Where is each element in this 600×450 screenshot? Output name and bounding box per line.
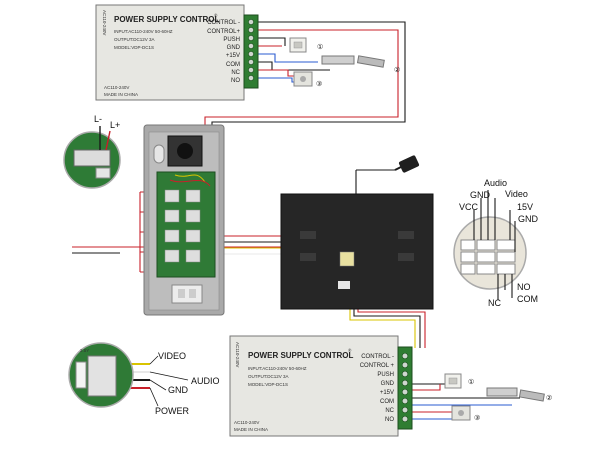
psu-top-terminal-control-minus: CONTROL - [207,20,240,26]
indoor-monitor-back [280,193,434,310]
cable-connector-inset: 2.5Y VIDEO AUDIO GND POWER [68,342,220,416]
psu-top-screws [248,19,254,81]
psu-bottom-side-bottom: AC110-240V [234,420,259,425]
inset-label-vcc: VCC [459,202,479,212]
inset-label-video: Video [505,189,528,199]
psu-bottom-model: MODEL:VDP-DC1S [248,382,288,387]
psu-bottom-terminal-labels: CONTROL - CONTROL + PUSH GND +15V COM NC… [360,354,395,423]
psu-bottom-screws [401,352,409,423]
psu-bottom-terminal-nc: NC [385,408,394,414]
psu-top-terminal-labels: CONTROL - CONTROL+ PUSH GND +15V COM NC … [207,20,241,84]
inset-label-l-plus: L+ [110,120,120,130]
psu-bottom-terminal-control-minus: CONTROL - [361,354,394,360]
marker-one-bottom: ① [468,378,474,386]
marker-three-bottom: ③ [474,414,480,422]
psu-bottom-terminal-com: COM [380,399,394,405]
psu-top-terminal-no: NO [231,78,240,84]
marker-one-top: ① [317,43,323,51]
inset-label-gnd-right: GND [518,214,539,224]
inset-label-l-minus: L- [94,114,102,124]
outdoor-station [143,124,225,316]
connector-inset: GND Audio Video VCC 15V GND NO COM NC [453,178,539,308]
power-supply-bottom: AC110-240V POWER SUPPLY CONTROL ® INPUT:… [229,335,413,437]
psu-bottom-terminal-push: PUSH [377,372,394,378]
exit-button-top [289,37,307,53]
psu-top-reg-mark: ® [214,12,218,18]
cable-inset-board-mark: 2.5Y [80,348,89,353]
psu-top-terminal-nc: NC [231,70,240,76]
psu-bottom-reg-mark: ® [348,347,352,353]
psu-bottom-terminal-15v: +15V [380,390,394,396]
exit-button-bottom [444,373,462,389]
psu-top-title: POWER SUPPLY CONTROL [114,15,219,24]
psu-bottom-terminal-gnd: GND [381,381,395,387]
psu-top-terminal-com: COM [226,62,240,68]
psu-bottom-made-in: MADE IN CHINA [234,427,268,432]
psu-top-model: MODEL:VDP-DC1S [114,45,154,50]
psu-top-terminal-15v: +15V [226,53,240,59]
psu-top-side-label: AC110-240V [102,10,107,35]
psu-top-terminal-control-plus: CONTROL+ [207,29,240,35]
psu-top-output: OUTPUT:DC12V 3A [114,37,155,42]
psu-bottom-side-label: AC110-240V [235,342,240,367]
psu-bottom-input: INPUT:AC110-240V 50-60HZ [248,366,307,371]
inset-label-no: NO [517,282,531,292]
cable-label-video: VIDEO [158,351,186,361]
marker-two-top: ② [394,66,400,74]
inset-label-15v: 15V [517,202,533,212]
outdoor-board-relays [164,189,201,263]
inset-label-com: COM [517,294,538,304]
inset-label-nc: NC [488,298,501,308]
psu-bottom-output: OUTPUT:DC12V 3A [248,374,289,379]
psu-bottom-title: POWER SUPPLY CONTROL [248,351,353,360]
psu-top-input: INPUT:AC110-240V 50-60HZ [114,29,173,34]
magnetic-lock-bottom [486,387,545,402]
bolt-lock-bottom [451,405,471,421]
marker-two-bottom: ② [546,394,552,402]
inset-label-gnd-top: GND [470,190,491,200]
power-supply-top: AC110-240V POWER SUPPLY CONTROL ® INPUT:… [95,4,259,101]
inset-label-audio: Audio [484,178,507,188]
magnetic-lock-top [321,55,385,68]
marker-three-top: ③ [316,80,322,88]
power-adapter-plug [394,155,420,173]
cable-label-audio: AUDIO [191,376,220,386]
psu-top-terminal-gnd: GND [227,45,241,51]
psu-bottom-terminal-control-plus: CONTROL + [360,363,395,369]
psu-bottom-terminal-no: NO [385,417,394,423]
cable-label-gnd: GND [168,385,189,395]
cable-label-power: POWER [155,406,190,416]
psu-top-made-in: MADE IN CHINA [104,92,138,97]
bolt-lock-top [293,71,313,87]
power-terminal-inset: L- L+ [63,114,121,189]
psu-top-side-bottom: AC110-240V [104,85,129,90]
psu-top-terminal-push: PUSH [223,37,240,43]
